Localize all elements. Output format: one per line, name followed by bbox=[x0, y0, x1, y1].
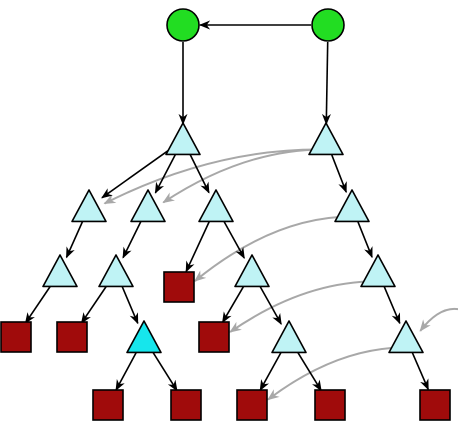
link-b-a2 bbox=[162, 148, 341, 204]
triangle-node-a3u bbox=[271, 320, 307, 354]
triangle-node-b3 bbox=[388, 320, 424, 354]
square-node-s7 bbox=[236, 389, 268, 421]
triangle-node-a1 bbox=[71, 189, 107, 223]
edge-a3-a3t bbox=[223, 220, 245, 259]
edge-b1-b2 bbox=[357, 221, 373, 259]
square-node-s1 bbox=[0, 321, 32, 353]
edge-a3u-s7 bbox=[259, 351, 282, 392]
edge-a2h-s6 bbox=[151, 351, 178, 392]
square-node-s8 bbox=[314, 389, 346, 421]
triangle-node-a3 bbox=[198, 189, 234, 223]
edge-b3-s9 bbox=[411, 352, 429, 391]
edge-a2-a2t bbox=[122, 221, 142, 259]
edge-a1t-s1 bbox=[24, 284, 52, 324]
triangle-node-a2 bbox=[130, 189, 166, 223]
triangle-node-a3t bbox=[234, 254, 270, 288]
edge-a3u-s8 bbox=[296, 351, 322, 392]
edge-b2-b3 bbox=[383, 286, 401, 325]
link-b-a1 bbox=[103, 148, 341, 205]
edge-a2t-s2 bbox=[80, 284, 108, 324]
square-node-s2 bbox=[56, 321, 88, 353]
triangle-node-a2h bbox=[126, 320, 162, 354]
edge-a-a1 bbox=[101, 148, 171, 199]
edge-b-b1 bbox=[331, 154, 347, 194]
circle-node-r1 bbox=[166, 8, 200, 42]
triangle-node-a bbox=[165, 122, 201, 156]
square-node-s3 bbox=[163, 271, 195, 303]
edge-a3-s3 bbox=[185, 221, 211, 273]
link-out-b3 bbox=[419, 308, 458, 332]
square-node-s9 bbox=[419, 389, 451, 421]
triangle-node-b2 bbox=[360, 254, 396, 288]
link-b1-s3 bbox=[193, 215, 367, 282]
link-b2-s4 bbox=[229, 280, 393, 333]
square-node-s4 bbox=[198, 321, 230, 353]
triangle-node-a2t bbox=[98, 254, 134, 288]
tree-edges bbox=[24, 20, 429, 392]
edge-a2t-a2h bbox=[121, 286, 139, 325]
edge-r2-b bbox=[321, 41, 331, 126]
square-node-s6 bbox=[170, 389, 202, 421]
edge-a-a2 bbox=[154, 153, 177, 194]
triangle-node-b bbox=[308, 122, 344, 156]
square-node-s5 bbox=[92, 389, 124, 421]
edge-a2h-s5 bbox=[115, 351, 138, 392]
edge-a3t-s4 bbox=[221, 285, 245, 324]
triangle-node-a1t bbox=[42, 254, 78, 288]
edge-a3t-a3u bbox=[259, 285, 282, 326]
tree-nodes bbox=[0, 8, 451, 421]
edge-a-a3 bbox=[189, 153, 210, 194]
triangle-node-b1 bbox=[334, 189, 370, 223]
edge-a1-a1t bbox=[65, 221, 84, 259]
circle-node-r2 bbox=[311, 8, 345, 42]
